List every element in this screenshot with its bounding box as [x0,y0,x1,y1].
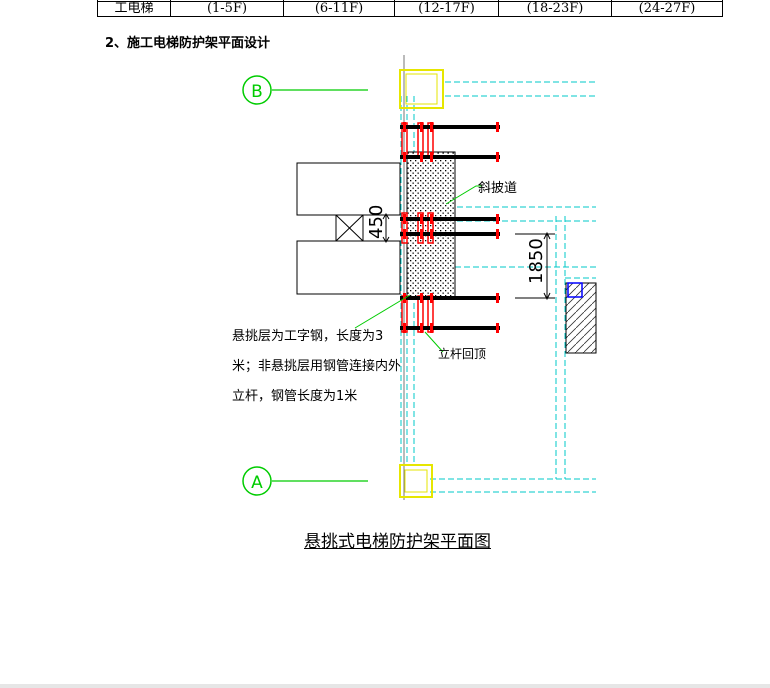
wall-section [565,282,597,354]
dimension-1850 [515,231,555,301]
table-cell: (6-11F) [283,1,395,17]
page-bottom-edge [0,684,770,688]
column-a [399,464,433,498]
table-cell: (1-5F) [170,1,284,17]
small-column [567,282,583,298]
elevator-cage [296,162,401,295]
note-line-2: 米；非悬挑层用钢管连接内外 [232,358,401,374]
section-heading: 2、施工电梯防护架平面设计 [105,36,271,51]
ramp-platform [406,151,456,298]
beam-bolts [403,122,499,333]
table-cell: (12-17F) [394,1,499,17]
ramp-label: 斜披道 [478,181,517,196]
steel-posts [401,122,434,333]
dim-label-450: 450 [366,205,387,239]
cantilever-beams [400,125,500,330]
axis-marker-b: B [242,75,368,105]
note-line-1: 悬挑层为工字钢，长度为3 [232,328,383,344]
table-row: 工电梯 (1-5F) (6-11F) (12-17F) (18-23F) (24… [97,1,723,17]
leader-lines [354,185,482,353]
dimension-450 [381,213,400,243]
elevator-schedule-table: 工电梯 (1-5F) (6-11F) (12-17F) (18-23F) (24… [97,0,723,17]
column-b [399,69,444,109]
table-cell: (18-23F) [498,1,612,17]
pole-label: 立杆回顶 [438,346,486,361]
table-cell: (24-27F) [611,1,723,17]
axis-marker-a: A [242,466,368,496]
dim-label-1850: 1850 [526,238,547,284]
note-line-3: 立杆，钢管长度为1米 [232,388,357,404]
axis-label-b: B [251,82,263,102]
table-cell: 工电梯 [97,1,171,17]
axis-label-a: A [251,473,263,493]
drawing-caption: 悬挑式电梯防护架平面图 [304,532,491,552]
